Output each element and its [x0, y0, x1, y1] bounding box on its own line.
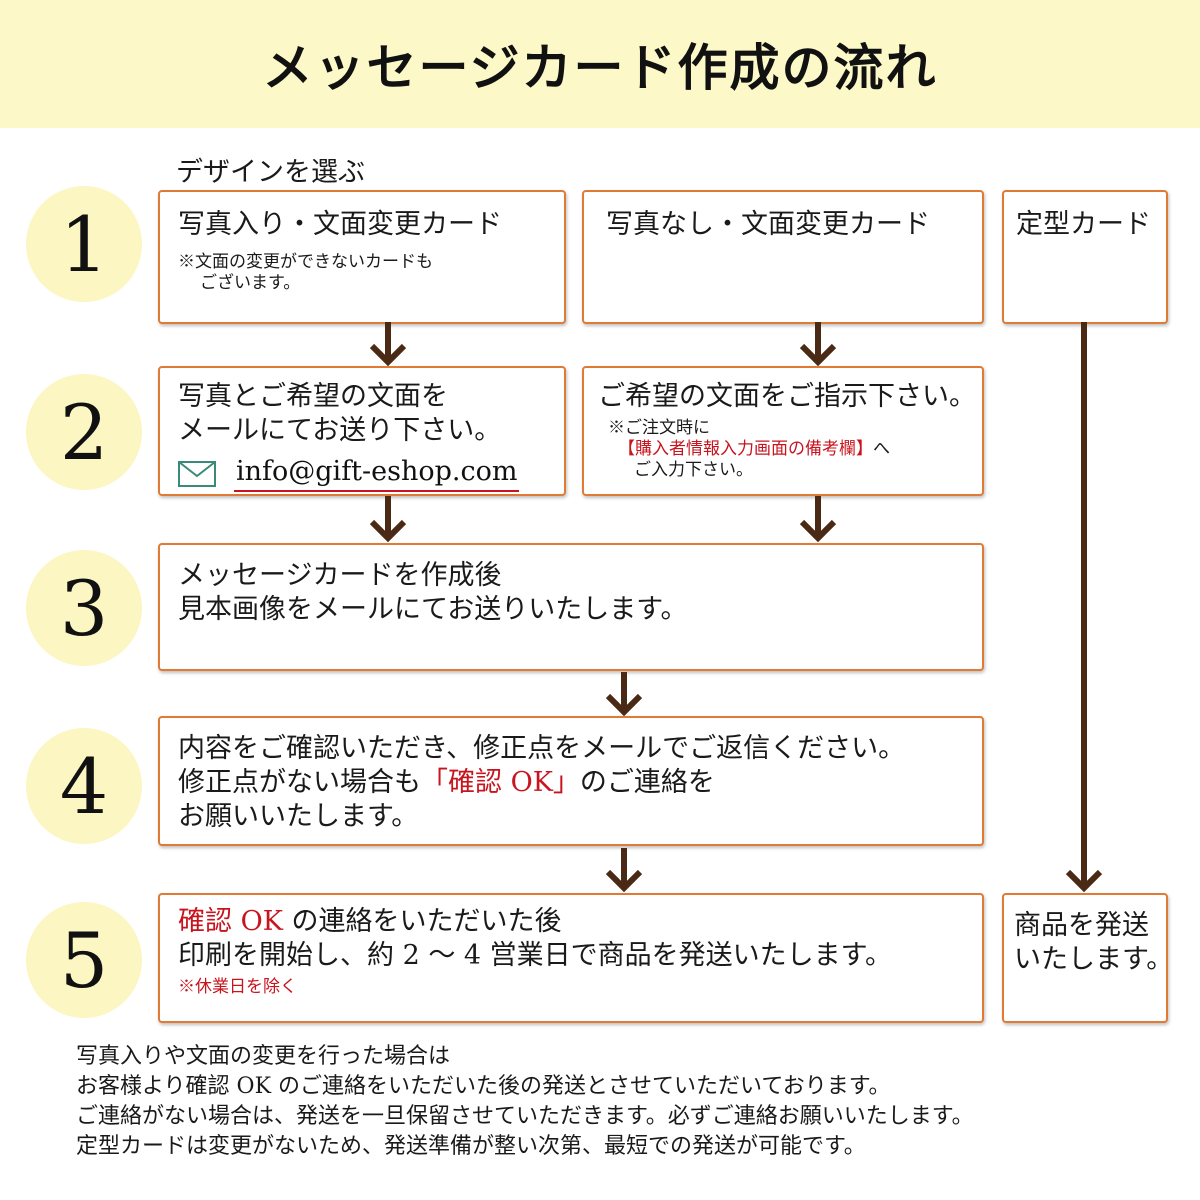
nophoto-note-2-tail: へ [873, 439, 890, 459]
nophoto-note-2: 【購入者情報入力画面の備考欄】へ [594, 439, 972, 460]
confirm-ok-label: 確認 OK [178, 906, 283, 937]
step-circle-1: 1 [26, 186, 142, 302]
create-card-line-2: 見本画像をメールにてお送りいたします。 [178, 594, 688, 625]
print-line-2: 印刷を開始し、約 2 ～ 4 営業日で商品を発送いたします。 [178, 940, 892, 971]
print-line-1: 確認 OK の連絡をいただいた後 [178, 905, 964, 939]
remarks-field-name: 【購入者情報入力画面の備考欄】 [618, 439, 873, 459]
photo-card-option[interactable]: 写真入り・文面変更カード ※文面の変更ができないカードも ございます。 [158, 190, 566, 324]
photo-send-line-2: メールにてお送り下さい。 [178, 415, 502, 446]
footer-notes: 写真入りや文面の変更を行った場合は お客様より確認 OK のご連絡をいただいた後… [76, 1042, 974, 1162]
fixed-card-option[interactable]: 定型カード [1002, 190, 1168, 324]
footer-line-4: 定型カードは変更がないため、発送準備が整い次第、最短での発送が可能です。 [76, 1134, 866, 1159]
footer-line-3: ご連絡がない場合は、発送を一旦保留させていただきます。必ずご連絡お願いいたします… [76, 1104, 974, 1129]
photo-card-note-2: ございます。 [200, 273, 301, 293]
create-card-box: メッセージカードを作成後 見本画像をメールにてお送りいたします。 [158, 543, 984, 671]
step-circle-5: 5 [26, 902, 142, 1018]
nophoto-note-1: ※ご注文時に [608, 418, 710, 438]
arrow-down-icon [605, 848, 643, 892]
arrow-down-icon [1065, 322, 1103, 892]
email-row: info@gift-eshop.com [178, 456, 546, 492]
ship-line-1: 商品を発送 [1014, 910, 1149, 941]
arrow-down-icon [369, 496, 407, 542]
print-ship-box: 確認 OK の連絡をいただいた後 印刷を開始し、約 2 ～ 4 営業日で商品を発… [158, 893, 984, 1023]
envelope-icon [178, 461, 216, 487]
confirm-box: 内容をご確認いただき、修正点をメールでご返信ください。 修正点がない場合も「確認… [158, 716, 984, 846]
ship-line-2: いたします。 [1014, 944, 1174, 975]
nophoto-instruct-line-1: ご希望の文面をご指示下さい。 [598, 381, 976, 412]
ship-box: 商品を発送 いたします。 [1002, 893, 1174, 1023]
page-title: メッセージカード作成の流れ [262, 38, 938, 97]
create-card-line-1: メッセージカードを作成後 [178, 560, 502, 591]
nophoto-note-3: ご入力下さい。 [634, 460, 753, 480]
confirm-line-2-pre: 修正点がない場合も [178, 767, 421, 798]
step-circle-4: 4 [26, 728, 142, 844]
step-circle-2: 2 [26, 374, 142, 490]
nophoto-card-title: 写真なし・文面変更カード [606, 209, 930, 240]
step-circle-3: 3 [26, 550, 142, 666]
nophoto-card-option[interactable]: 写真なし・文面変更カード [582, 190, 984, 324]
confirm-line-1: 内容をご確認いただき、修正点をメールでご返信ください。 [178, 733, 906, 764]
footer-line-2: お客様より確認 OK のご連絡をいただいた後の発送とさせていただいております。 [76, 1074, 891, 1099]
confirm-line-2: 修正点がない場合も「確認 OK」のご連絡を [178, 766, 964, 800]
photo-send-line-1: 写真とご希望の文面を [178, 381, 448, 412]
fixed-card-title: 定型カード [1016, 209, 1151, 240]
arrow-down-icon [605, 672, 643, 716]
confirm-ok-highlight: 「確認 OK」 [421, 767, 580, 798]
photo-send-box: 写真とご希望の文面を メールにてお送り下さい。 info@gift-eshop.… [158, 366, 566, 496]
footer-line-1: 写真入りや文面の変更を行った場合は [76, 1044, 451, 1069]
photo-card-title: 写真入り・文面変更カード [178, 209, 502, 240]
email-link[interactable]: info@gift-eshop.com [234, 456, 520, 492]
choose-design-label: デザインを選ぶ [176, 157, 365, 188]
print-line-1-post: の連絡をいただいた後 [282, 906, 562, 937]
nophoto-instruct-box: ご希望の文面をご指示下さい。 ※ご注文時に 【購入者情報入力画面の備考欄】へ ご… [582, 366, 984, 496]
confirm-line-2-post: のご連絡を [579, 767, 715, 798]
holiday-note: ※休業日を除く [178, 977, 297, 997]
title-banner: メッセージカード作成の流れ [0, 0, 1200, 128]
photo-card-note-1: ※文面の変更ができないカードも [178, 252, 433, 272]
arrow-down-icon [799, 322, 837, 366]
arrow-down-icon [799, 496, 837, 542]
arrow-down-icon [369, 322, 407, 366]
confirm-line-3: お願いいたします。 [178, 801, 419, 832]
